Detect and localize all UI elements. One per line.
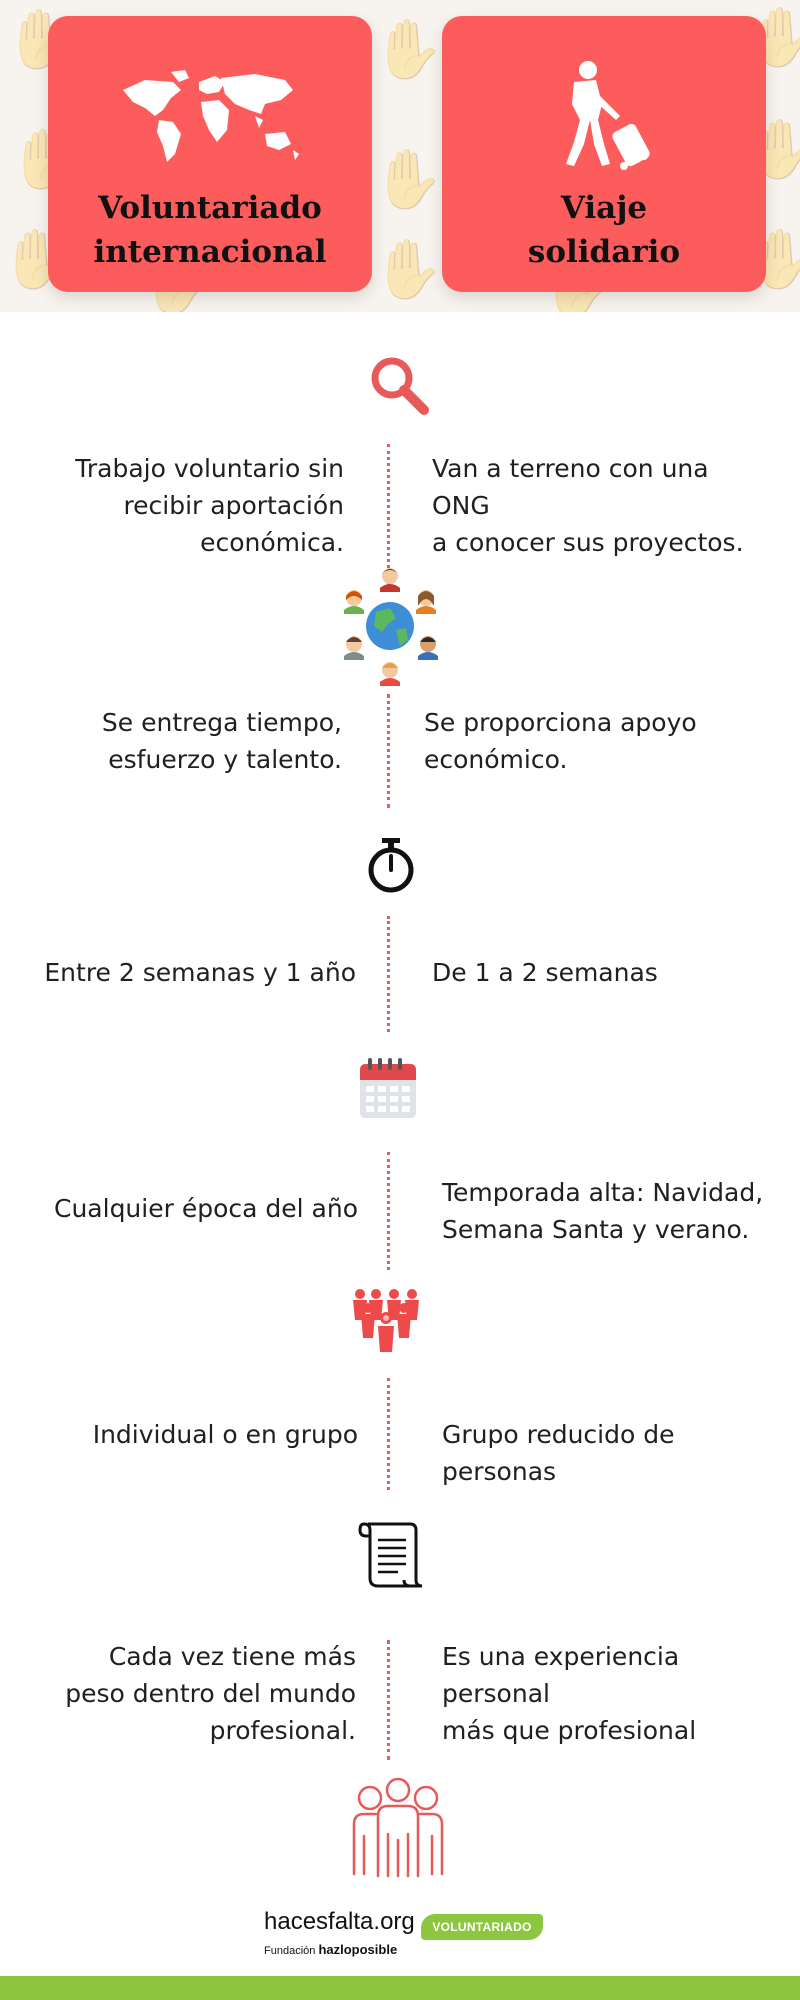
dotted-divider <box>387 1640 390 1760</box>
dotted-divider <box>387 444 390 592</box>
world-map-icon <box>123 70 299 162</box>
bottom-bar <box>0 1976 800 2000</box>
group-people-icon <box>352 1777 444 1878</box>
card-title: Viaje solidario <box>527 190 681 270</box>
card-viaje-solidario: Viaje solidario <box>442 16 766 292</box>
brand-name: hacesfalta.org <box>264 1908 415 1935</box>
dotted-divider <box>387 694 390 808</box>
stopwatch-icon <box>368 838 414 893</box>
row-2-left-text: Se entrega tiempo,esfuerzo y talento. <box>101 708 342 774</box>
people-globe-icon <box>344 568 438 686</box>
dotted-divider <box>387 916 390 1032</box>
row-4-left-text: Cualquier época del año <box>54 1194 358 1223</box>
row-5-right-text: Grupo reducido de personas <box>442 1420 675 1486</box>
row-3-right-text: De 1 a 2 semanas <box>432 958 658 987</box>
card-voluntariado-internacional: Voluntariado internacional <box>48 16 372 292</box>
hand-print-icon: ✋ <box>372 145 445 213</box>
hand-print-icon: ✋ <box>372 15 445 83</box>
row-4-right-text: Temporada alta: Navidad,Semana Santa y v… <box>442 1178 764 1244</box>
brand-sub: Fundación hazloposible <box>264 1942 398 1957</box>
dotted-divider <box>387 1152 390 1270</box>
calendar-icon <box>360 1058 416 1118</box>
scroll-icon <box>358 1522 423 1588</box>
traveler-suitcase-icon <box>566 61 650 170</box>
hand-print-icon: ✋ <box>372 235 445 303</box>
card-title: Voluntariado internacional <box>93 190 327 270</box>
search-icon <box>371 357 429 415</box>
row-5-left-text: Individual o en grupo <box>92 1420 358 1449</box>
crowd-icon <box>353 1289 419 1352</box>
header-banner: ✋ ✋ ✋ ✋ ✋ ✋ ✋ ✋ ✋ ✋ ✋ Voluntariado inter… <box>0 0 800 312</box>
voluntariado-badge: VOLUNTARIADO <box>421 1914 543 1940</box>
dotted-divider <box>387 1378 390 1490</box>
hacesfalta-logo: hacesfalta.org Fundación hazloposible VO… <box>264 1908 564 1960</box>
row-3-left-text: Entre 2 semanas y 1 año <box>44 958 356 987</box>
